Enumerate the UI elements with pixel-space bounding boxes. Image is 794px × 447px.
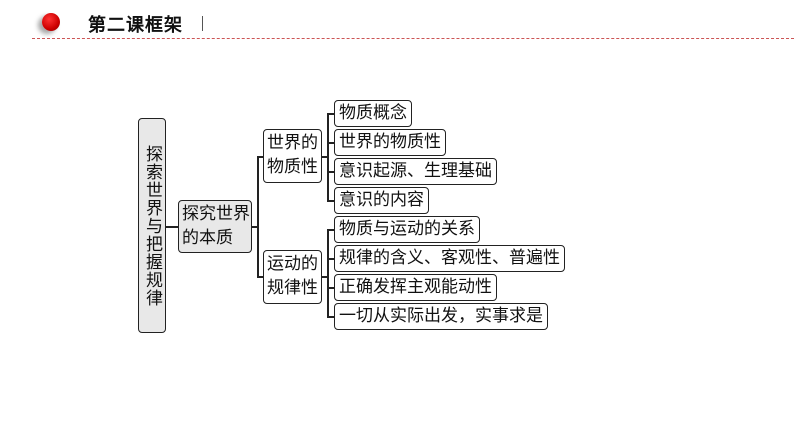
root-node: 探索世界与把握规律	[138, 118, 166, 333]
branch-label: 物质性	[267, 157, 318, 177]
connector	[327, 287, 334, 289]
header-dashed-rule	[32, 38, 794, 39]
connector	[257, 156, 263, 158]
page-title: 第二课框架	[88, 15, 183, 36]
connector	[252, 226, 258, 228]
title-divider	[202, 16, 203, 31]
connector	[327, 316, 334, 318]
connector	[257, 156, 259, 277]
connector	[322, 156, 328, 158]
leaf-node: 意识起源、生理基础	[334, 158, 497, 185]
connector	[327, 142, 334, 144]
connector	[166, 226, 178, 228]
leaf-node: 物质与运动的关系	[334, 216, 480, 243]
connector	[257, 276, 263, 278]
connector	[327, 258, 334, 260]
leaf-node: 意识的内容	[334, 187, 429, 214]
leaf-node: 世界的物质性	[334, 129, 446, 156]
branch-node-regularity: 运动的 规律性	[263, 250, 322, 304]
connector	[327, 113, 334, 115]
connector	[327, 113, 329, 201]
level1-label: 探究世界的本质	[182, 204, 250, 248]
branch-label: 规律性	[267, 278, 318, 298]
connector	[322, 276, 328, 278]
connector	[327, 229, 334, 231]
branch-label: 世界的	[267, 133, 318, 153]
connector	[327, 229, 329, 317]
connector	[327, 200, 334, 202]
leaf-node: 正确发挥主观能动性	[334, 274, 497, 301]
leaf-node: 物质概念	[334, 100, 412, 127]
branch-label: 运动的	[267, 254, 318, 274]
leaf-node: 一切从实际出发，实事求是	[334, 303, 548, 330]
connector	[327, 171, 334, 173]
leaf-node: 规律的含义、客观性、普遍性	[334, 245, 565, 272]
branch-node-materiality: 世界的 物质性	[263, 129, 322, 183]
red-bullet-icon	[42, 13, 60, 31]
level1-node: 探究世界的本质	[178, 200, 252, 253]
